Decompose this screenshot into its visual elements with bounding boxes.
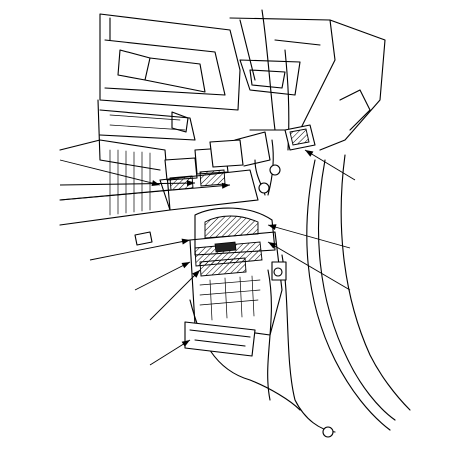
arrowhead-icon — [186, 180, 195, 187]
arrowhead-icon — [181, 262, 190, 269]
bolt-icon — [269, 164, 281, 176]
arrowhead-icon — [151, 180, 160, 186]
leader-lines — [59, 149, 356, 366]
fuse-box-main — [189, 207, 287, 336]
leader-line-right-3 — [267, 241, 351, 291]
wire-end-connector-icon — [322, 426, 334, 438]
leader-line-right-1 — [304, 149, 356, 181]
door-frame-curves — [306, 154, 411, 431]
leader-line-left-6 — [149, 269, 201, 321]
arrowhead-icon — [181, 340, 190, 347]
lower-dash-ribs — [59, 139, 171, 246]
leader-line-left-5 — [134, 261, 191, 291]
leader-line-left-2 — [59, 182, 196, 186]
leader-line-left-3 — [59, 184, 231, 201]
connector-upper-right — [258, 124, 316, 194]
relay-block-upper — [159, 131, 271, 211]
arrowhead-icon — [221, 182, 230, 189]
arrowhead-icon — [192, 270, 200, 278]
dashboard-panel — [97, 13, 241, 171]
a-pillar — [229, 17, 386, 151]
arrowhead-icon — [268, 242, 277, 249]
arrowhead-icon — [268, 224, 277, 231]
arrowhead-icon — [305, 150, 314, 157]
leader-line-left-1 — [59, 159, 161, 186]
bottom-connector-block — [184, 321, 256, 357]
leader-line-left-4 — [89, 239, 191, 261]
grommet-icon — [258, 182, 270, 194]
leader-line-right-2 — [267, 224, 351, 249]
arrowhead-icon — [181, 238, 190, 245]
